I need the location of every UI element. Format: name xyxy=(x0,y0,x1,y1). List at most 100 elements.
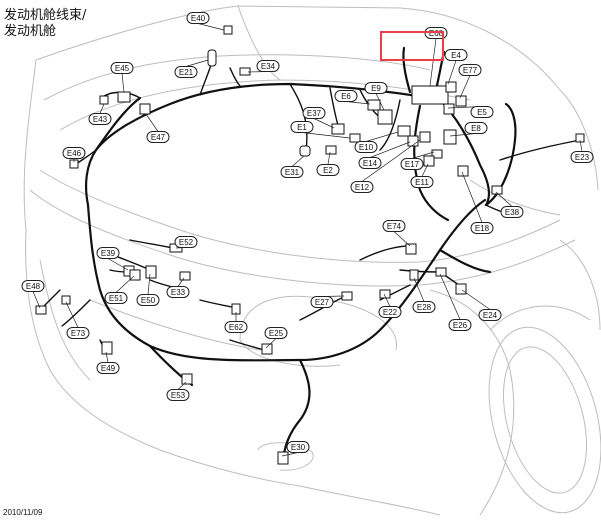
leader-line-e17 xyxy=(411,151,435,159)
tag-e25: E25 xyxy=(264,327,288,349)
tag-label-e26: E26 xyxy=(453,321,468,330)
tag-e11: E11 xyxy=(410,163,434,188)
tag-e4: E4 xyxy=(444,49,468,85)
leader-line-e24 xyxy=(461,289,491,310)
tag-e49: E49 xyxy=(96,351,120,374)
tag-pill-e45 xyxy=(110,62,134,74)
connector-e37 xyxy=(331,123,345,135)
tag-pill-e8 xyxy=(464,122,488,134)
tag-e50: E50 xyxy=(136,273,160,306)
tag-pill-e33 xyxy=(166,286,190,298)
connector-e48 xyxy=(35,305,47,315)
leader-line-e26 xyxy=(439,273,461,320)
connector-e8 xyxy=(443,129,457,145)
tag-pill-e31 xyxy=(280,166,304,178)
leader-line-e4 xyxy=(447,60,457,85)
leader-line-e23 xyxy=(579,139,583,152)
highlight-box-e60 xyxy=(380,31,444,61)
tag-e2: E2 xyxy=(316,151,340,176)
tag-label-e43: E43 xyxy=(93,115,108,124)
tag-e53: E53 xyxy=(166,381,190,401)
tag-pill-e52 xyxy=(174,236,198,248)
connector-e14 xyxy=(407,135,419,147)
connector-e47 xyxy=(139,103,151,115)
connectors xyxy=(35,25,585,465)
tag-pill-e10 xyxy=(354,141,378,153)
connector-e9 xyxy=(377,109,393,125)
tag-e37: E37 xyxy=(302,107,335,129)
leader-line-e33 xyxy=(177,277,185,287)
tag-pill-e17 xyxy=(400,158,424,170)
connector-e33 xyxy=(179,271,191,281)
tag-label-e51: E51 xyxy=(109,294,124,303)
tag-e33: E33 xyxy=(166,277,190,298)
tag-pill-e49 xyxy=(96,362,120,374)
leader-line-e40 xyxy=(197,23,225,31)
leader-line-e10 xyxy=(365,131,399,142)
tag-pill-e1 xyxy=(290,121,314,133)
connector-e34 xyxy=(239,67,251,76)
tag-pill-e22 xyxy=(378,306,402,318)
diagram-title-line1: 发动机舱线束/ xyxy=(4,8,87,23)
tag-pill-e51 xyxy=(104,292,128,304)
leader-line-e53 xyxy=(177,381,187,390)
tag-pill-e74 xyxy=(382,220,406,232)
tag-e9: E9 xyxy=(364,82,388,111)
tag-label-e4: E4 xyxy=(451,51,461,60)
leader-line-e25 xyxy=(265,338,277,349)
connector-e5 xyxy=(443,103,455,115)
tag-pill-e30 xyxy=(286,441,310,453)
tag-label-e46: E46 xyxy=(67,149,82,158)
tag-e18: E18 xyxy=(461,171,494,234)
leader-line-e39 xyxy=(107,258,129,271)
leader-line-e73 xyxy=(65,301,79,328)
tag-pill-e50 xyxy=(136,294,160,306)
tag-e51: E51 xyxy=(104,275,135,304)
tag-e40: E40 xyxy=(186,12,225,31)
leader-line-e47 xyxy=(145,113,159,132)
connector-e24 xyxy=(455,283,467,295)
leader-line-e43 xyxy=(99,103,105,114)
tag-label-e9: E9 xyxy=(371,84,381,93)
tag-pill-e40 xyxy=(186,12,210,24)
leader-line-e31 xyxy=(291,155,305,167)
tag-pill-e37 xyxy=(302,107,326,119)
tag-pill-e6 xyxy=(334,90,358,102)
tag-pill-e14 xyxy=(358,157,382,169)
tag-e45: E45 xyxy=(110,62,134,93)
tag-label-e17: E17 xyxy=(405,160,420,169)
connector-e28 xyxy=(409,269,419,281)
connector-e10 xyxy=(397,125,411,137)
leader-line-e30 xyxy=(281,452,299,457)
tag-label-e45: E45 xyxy=(115,64,130,73)
leader-line-e50 xyxy=(147,273,151,295)
leader-line-e48 xyxy=(32,291,41,309)
connector-e11 xyxy=(423,155,435,167)
leader-line-e9 xyxy=(375,93,385,111)
connector-e25 xyxy=(261,343,273,355)
leader-line-e11 xyxy=(421,163,429,177)
connector-e31 xyxy=(299,145,311,157)
tag-pill-e62 xyxy=(224,321,248,333)
tag-label-e30: E30 xyxy=(291,443,306,452)
tag-label-e49: E49 xyxy=(101,364,116,373)
tag-label-e24: E24 xyxy=(483,311,498,320)
tag-pill-e48 xyxy=(21,280,45,292)
tag-e28: E28 xyxy=(412,277,436,313)
tag-label-e48: E48 xyxy=(26,282,41,291)
tag-e62: E62 xyxy=(224,312,248,333)
connector-e4 xyxy=(445,81,457,93)
tag-e8: E8 xyxy=(449,122,488,137)
tag-e24: E24 xyxy=(461,289,502,321)
leader-line-e12 xyxy=(361,139,421,182)
tag-label-e11: E11 xyxy=(415,178,429,187)
connector-e1 xyxy=(349,133,361,143)
connector-e45 xyxy=(117,91,131,103)
tag-label-e8: E8 xyxy=(471,124,481,133)
tag-label-e1: E1 xyxy=(297,123,307,132)
tag-pill-e25 xyxy=(264,327,288,339)
tag-e34: E34 xyxy=(247,60,280,73)
tag-label-e22: E22 xyxy=(383,308,398,317)
leader-line-e51 xyxy=(115,275,135,293)
tag-e77: E77 xyxy=(458,64,482,99)
